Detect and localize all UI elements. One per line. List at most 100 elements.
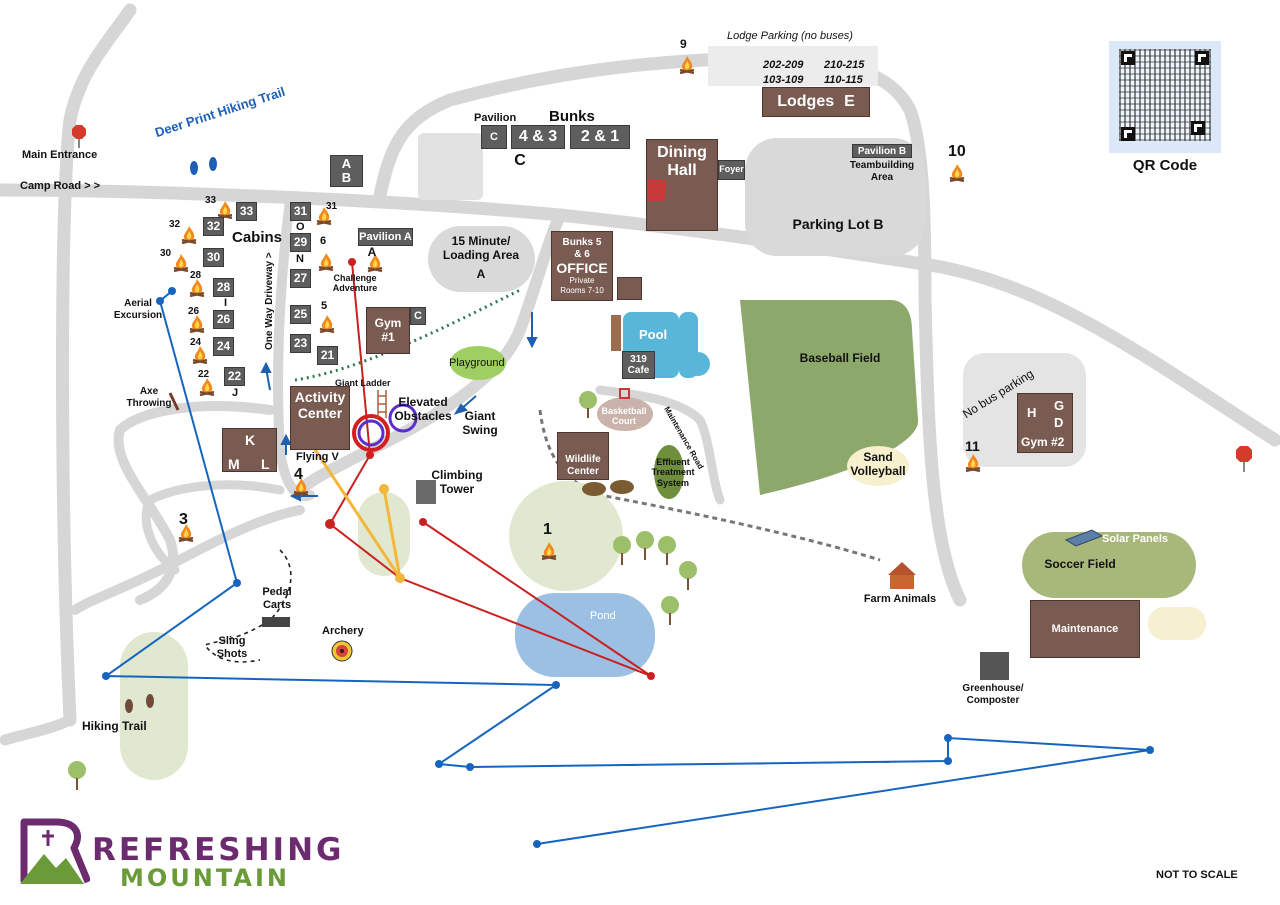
aerial-excursion-label: Aerial Excursion — [113, 298, 163, 321]
cabin-29[interactable]: 29 — [290, 233, 311, 252]
cabin-letter-n: N — [296, 253, 304, 265]
cabin-32[interactable]: 32 — [203, 217, 224, 236]
climbing-tower-label: Climbing Tower — [431, 468, 483, 496]
campfire-icon — [178, 524, 194, 543]
stop-sign-east — [1236, 446, 1252, 472]
campfire-4-number: 4 — [294, 466, 303, 483]
first-aid-icon — [619, 388, 630, 399]
lodges-letter: E — [844, 92, 855, 110]
foyer-label: Foyer — [719, 164, 744, 175]
campfire-1-clearing — [509, 481, 623, 591]
campfire-icon — [293, 478, 309, 497]
solar-panels-label: Solar Panels — [1102, 533, 1169, 545]
cabin-fire-26-number: 26 — [188, 306, 200, 317]
pavilion-b[interactable]: Pavilion B — [852, 144, 912, 158]
giant-swing-ring — [352, 414, 390, 452]
wildlife-center[interactable]: Wildlife Center — [557, 432, 609, 480]
cabin-25[interactable]: 25 — [290, 305, 311, 324]
lodge-parking-label: Lodge Parking (no buses) — [727, 30, 853, 42]
cabin-30[interactable]: 30 — [203, 248, 224, 267]
cabin-fire-31-number: 31 — [326, 201, 338, 212]
soccer-field-label: Soccer Field — [1044, 557, 1116, 571]
cabin-fire-33-number: 33 — [205, 195, 217, 206]
pavilion-c-letter: C — [490, 130, 498, 143]
refreshing-mountain-logo-mark — [20, 818, 90, 884]
building-k-letter: K — [245, 432, 256, 448]
bunks-4-3-label: 4 & 3 — [518, 128, 558, 146]
giant-swing-label: Giant Swing — [462, 409, 498, 437]
cabin-24-label: 24 — [216, 338, 231, 353]
gym-2-g-letter: G — [1054, 398, 1065, 413]
cabin-27[interactable]: 27 — [290, 269, 311, 288]
campfire-icon — [949, 164, 965, 183]
campfire-icon — [318, 253, 334, 272]
loading-area-letter: A — [476, 267, 486, 281]
cabin-22[interactable]: 22 — [224, 367, 245, 386]
building-klm[interactable]: K M L — [222, 428, 277, 472]
activity-center[interactable]: Activity Center — [290, 386, 350, 450]
dashed-trail — [538, 409, 881, 562]
archery-label: Archery — [322, 625, 364, 637]
pavilion-a[interactable]: Pavilion A — [358, 228, 413, 246]
cabin-33[interactable]: 33 — [236, 202, 257, 221]
greenhouse-label: Greenhouse/ Composter — [962, 683, 1024, 706]
office-annex — [617, 277, 642, 300]
lodges-building[interactable]: Lodges E — [762, 87, 870, 117]
soccer-field — [1022, 532, 1196, 598]
office-building[interactable]: Bunks 5 & 6 OFFICE Private Rooms 7-10 — [551, 231, 613, 301]
office-sub-label: Private Rooms 7-10 — [560, 276, 604, 295]
bunks-4-3[interactable]: 4 & 3 — [511, 125, 565, 149]
building-ab[interactable]: A B — [330, 155, 363, 187]
hiking-footprint-icon — [125, 694, 154, 713]
gym-1[interactable]: Gym #1 — [366, 307, 410, 354]
pavilion-label: Pavilion — [474, 112, 517, 124]
pavilion-c-building[interactable]: C — [481, 125, 507, 149]
farm-animals-label: Farm Animals — [863, 593, 937, 605]
cafe-319[interactable]: 319 Cafe — [622, 351, 655, 379]
gym-1-c[interactable]: C — [410, 307, 426, 325]
lodge-rooms-103: 103-109 — [763, 74, 804, 86]
greenhouse-building — [980, 652, 1009, 680]
bunks-2-1[interactable]: 2 & 1 — [570, 125, 630, 149]
loading-area — [428, 226, 535, 292]
cabin-fire-30-number: 30 — [160, 248, 172, 259]
cabin-23[interactable]: 23 — [290, 334, 311, 353]
campfire-1-number: 1 — [543, 521, 552, 538]
cabin-27-label: 27 — [293, 270, 308, 285]
basketball-court-area — [597, 397, 653, 431]
one-way-driveway-label: One Way Driveway > — [264, 252, 275, 350]
cabin-24[interactable]: 24 — [213, 337, 234, 356]
cabin-28-label: 28 — [216, 279, 231, 294]
maintenance-building[interactable]: Maintenance — [1030, 600, 1140, 658]
dining-hall-label: Dining Hall — [657, 144, 707, 180]
pavilion-a-label: Pavilion A — [359, 230, 412, 243]
gym-1-letter: C — [414, 309, 422, 322]
cabins-label: Cabins — [232, 229, 283, 246]
campfire-9-number: 9 — [680, 37, 687, 51]
qr-code-image[interactable] — [1109, 41, 1221, 153]
cabin-21-label: 21 — [320, 347, 335, 362]
dining-foyer[interactable]: Foyer — [718, 160, 745, 180]
cabin-30-label: 30 — [206, 249, 221, 264]
cabin-21[interactable]: 21 — [317, 346, 338, 365]
cabin-31[interactable]: 31 — [290, 202, 311, 221]
cabin-26[interactable]: 26 — [213, 310, 234, 329]
hiking-trail-label: Hiking Trail — [82, 719, 147, 733]
bunks-2-1-label: 2 & 1 — [580, 128, 620, 146]
playground-area — [450, 346, 506, 380]
campfire-11-number: 11 — [965, 438, 980, 454]
campfire-icon — [173, 254, 189, 273]
cabin-28[interactable]: 28 — [213, 278, 234, 297]
sling-shots-label: Sling Shots — [216, 635, 248, 660]
office-label: OFFICE — [556, 260, 608, 277]
challenge-adventure-label: Challenge Adventure — [332, 273, 378, 294]
cabin-fire-32-number: 32 — [169, 219, 181, 230]
logo-word-mountain: MOUNTAIN — [120, 864, 290, 892]
gym-2-h-letter: H — [1027, 405, 1037, 420]
gym-2[interactable]: H G D Gym #2 — [1017, 393, 1073, 453]
pedal-cart-track — [203, 549, 292, 663]
roads — [0, 3, 1280, 746]
cabin-29-label: 29 — [293, 234, 308, 249]
cabin-letter-j: J — [232, 387, 239, 399]
